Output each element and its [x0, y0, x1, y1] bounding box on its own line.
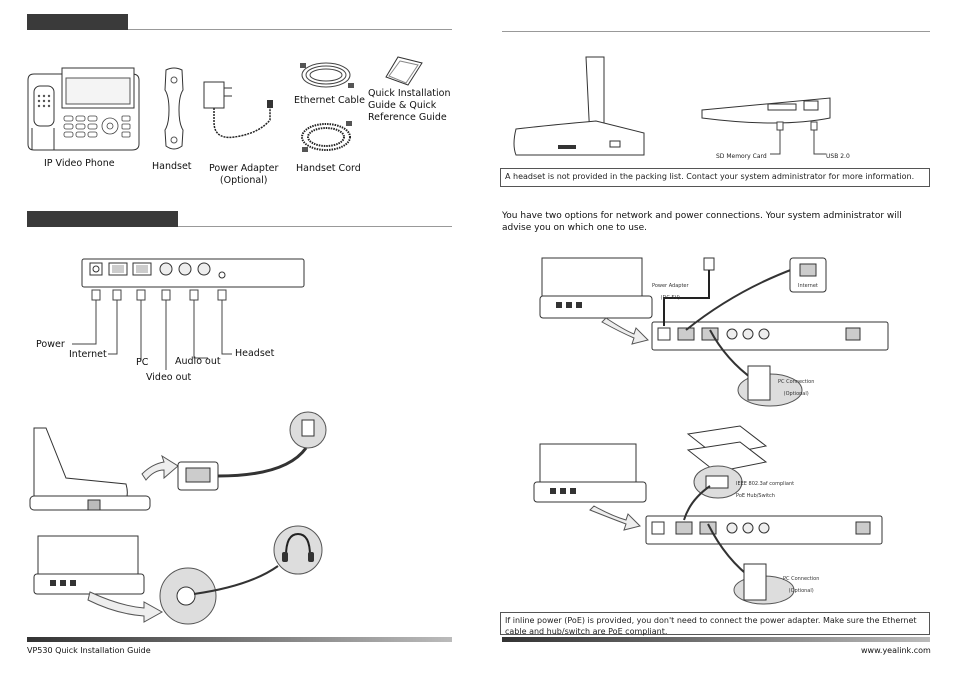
handset-image [164, 67, 184, 150]
left-footer-text: VP530 Quick Installation Guide [27, 646, 151, 655]
handset-connection-image [29, 411, 327, 511]
power-adapter-image [203, 81, 273, 139]
packing-item-label: Ethernet Cable [294, 95, 365, 106]
port-label-pc: PC [136, 357, 149, 368]
header-rule [178, 226, 452, 227]
ethernet-cable-image [300, 62, 354, 88]
usb-label: USB 2.0 [826, 153, 850, 160]
poe-connection-image [533, 425, 883, 605]
assembling-header-bar [27, 211, 178, 227]
ip-video-phone-image [27, 67, 140, 151]
sd-card-label: SD Memory Card [716, 153, 767, 160]
packing-item-label: Quick Installation Guide & Quick Referen… [368, 88, 451, 123]
right-footer-bar [502, 637, 930, 642]
phone-side-view-image [513, 56, 645, 156]
port-label-power: Power [36, 339, 65, 350]
quick-guide-image [385, 56, 423, 86]
headset-note: A headset is not provided in the packing… [500, 168, 930, 187]
sd-usb-side-image [701, 97, 831, 155]
port-label-video-out: Video out [146, 372, 192, 383]
headset-connection-image [33, 525, 323, 625]
packing-item-label: Handset Cord [296, 163, 361, 174]
packing-list-header-bar [27, 14, 128, 30]
pc-connection-label: PC Connection (Optional) [778, 379, 815, 397]
left-footer-bar [27, 637, 452, 642]
header-rule [502, 31, 930, 32]
handset-cord-image [301, 121, 352, 152]
packing-item-label: IP Video Phone [44, 158, 115, 169]
options-text: You have two options for network and pow… [502, 211, 902, 233]
packing-item-label: Handset [152, 161, 192, 172]
phone-back-panel-image [81, 258, 305, 288]
power-adapter-connection-image [539, 257, 889, 407]
port-leader-lines [72, 289, 232, 370]
port-label-headset: Headset [235, 348, 275, 359]
poe-note: If inline power (PoE) is provided, you d… [500, 612, 930, 636]
poe-switch-label: IEEE 802.3af compliant PoE Hub/Switch [736, 481, 795, 499]
port-label-internet: Internet [69, 349, 107, 360]
internet-label: Internet [798, 283, 818, 289]
packing-item-label: Power Adapter (Optional) [209, 163, 279, 186]
right-footer-url: www.yealink.com [861, 646, 931, 655]
port-label-audio-out: Audio out [175, 356, 221, 367]
header-rule [128, 29, 452, 30]
pc-connection-label: PC Connection (Optional) [783, 576, 820, 594]
adapter-label: Power Adapter (DC 5V) [652, 283, 689, 301]
